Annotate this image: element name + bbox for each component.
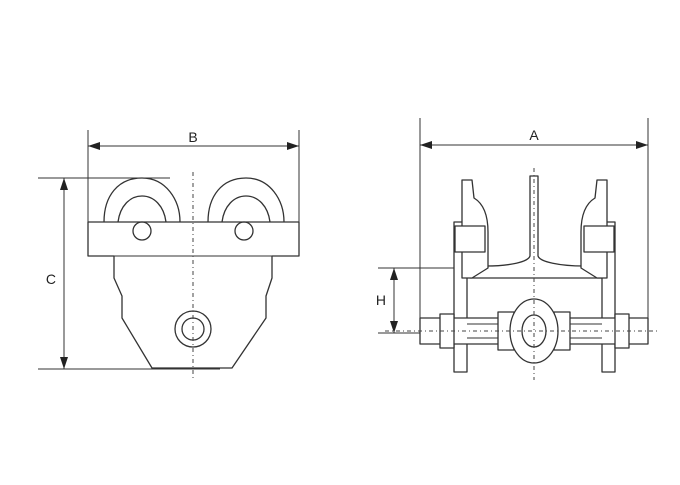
- dimension-a-label: A: [529, 127, 539, 143]
- axle-hole-left: [132, 221, 152, 241]
- side-view: A H: [376, 118, 660, 380]
- left-wheel: [103, 177, 181, 223]
- dimension-b-label: B: [188, 129, 197, 145]
- dimension-h: H: [376, 268, 398, 333]
- right-wheel: [207, 177, 285, 223]
- dimension-a: A: [420, 127, 648, 149]
- dimension-c-label: C: [46, 271, 56, 287]
- dimension-b: B: [88, 129, 299, 150]
- dimension-h-label: H: [376, 292, 386, 308]
- dimension-c: C: [46, 178, 68, 369]
- front-view: B C: [38, 129, 300, 380]
- axle-hole-right: [234, 221, 254, 241]
